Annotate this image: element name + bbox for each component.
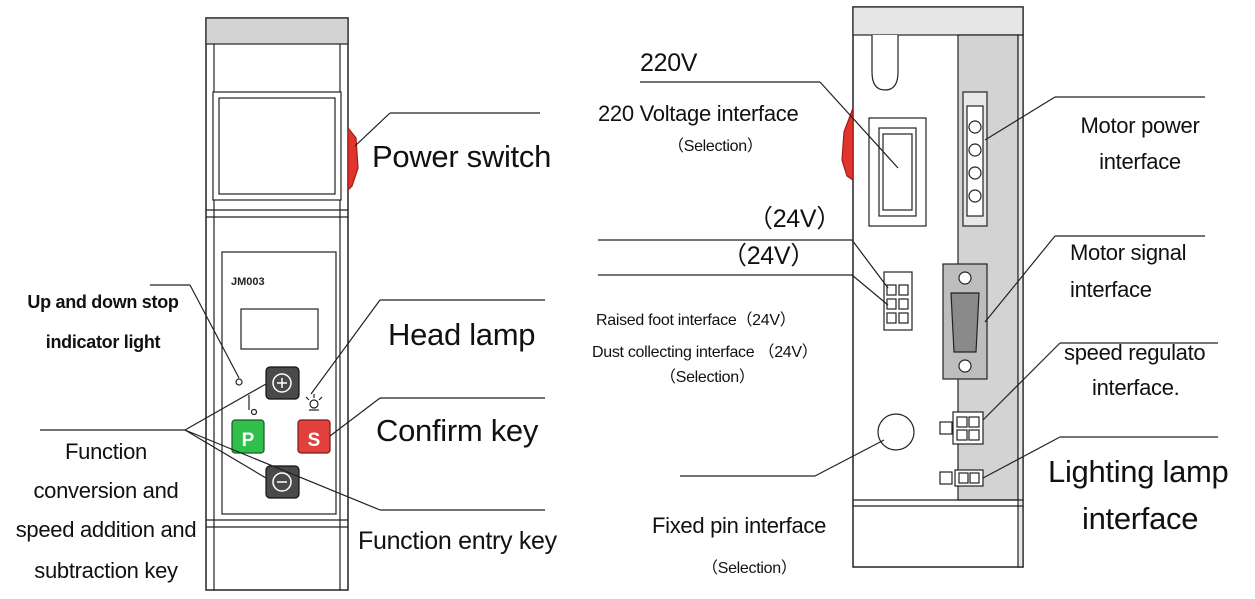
label-updown-line2: indicator light (45, 332, 161, 352)
s-key-label: S (308, 430, 321, 451)
label-power-switch: Power switch (372, 139, 552, 174)
label-24v-b: （24V） (722, 242, 815, 270)
label-raised-foot-interface: Raised foot interface（24V） (596, 312, 796, 329)
label-head-lamp: Head lamp (388, 317, 536, 352)
label-220-voltage-interface: 220 Voltage interface (598, 101, 799, 126)
plus-circle-icon (272, 373, 292, 393)
label-speed-regulator-1: speed regulato (1064, 340, 1206, 365)
minus-circle-icon (272, 472, 292, 492)
head-lamp-icon (305, 394, 323, 411)
label-function-line2: conversion and (33, 478, 179, 503)
label-function-line3: speed addition and (15, 517, 197, 542)
label-speed-regulator-2: interface. (1092, 375, 1180, 400)
controller-side-view (841, 6, 1024, 568)
stop-indicator-light (235, 378, 243, 386)
label-lighting-lamp-2: interface (1082, 501, 1199, 536)
side-power-switch (841, 107, 854, 182)
label-fixed-pin-interface: Fixed pin interface (652, 513, 827, 538)
label-function-line4: subtraction key (34, 558, 178, 583)
label-confirm-key: Confirm key (376, 413, 539, 448)
label-selection-2: （Selection） (660, 369, 755, 386)
label-motor-power-1: Motor power (1080, 113, 1200, 138)
label-motor-power-2: interface (1099, 149, 1181, 174)
label-dust-collecting-interface: Dust collecting interface （24V） (592, 344, 818, 361)
label-motor-signal-1: Motor signal (1070, 240, 1187, 265)
p-key (231, 419, 265, 454)
model-label: JM003 (231, 276, 265, 288)
s-key (297, 419, 331, 454)
p-key-label: P (242, 430, 255, 451)
power-switch-shape (347, 126, 359, 192)
label-function-line1: Function (65, 439, 147, 464)
label-220v: 220V (640, 49, 698, 77)
right-leader-lines (598, 81, 1218, 479)
label-lighting-lamp-1: Lighting lamp (1048, 454, 1229, 489)
label-updown-line1: Up and down stop (27, 292, 179, 312)
label-function-entry-key: Function entry key (358, 527, 557, 555)
label-selection-3: （Selection） (702, 560, 797, 577)
label-motor-signal-2: interface (1070, 277, 1152, 302)
label-selection-1: （Selection） (668, 138, 763, 155)
left-leader-lines (40, 112, 545, 511)
label-24v-a: （24V） (748, 205, 841, 233)
controller-front-view: JM003 (205, 17, 359, 591)
